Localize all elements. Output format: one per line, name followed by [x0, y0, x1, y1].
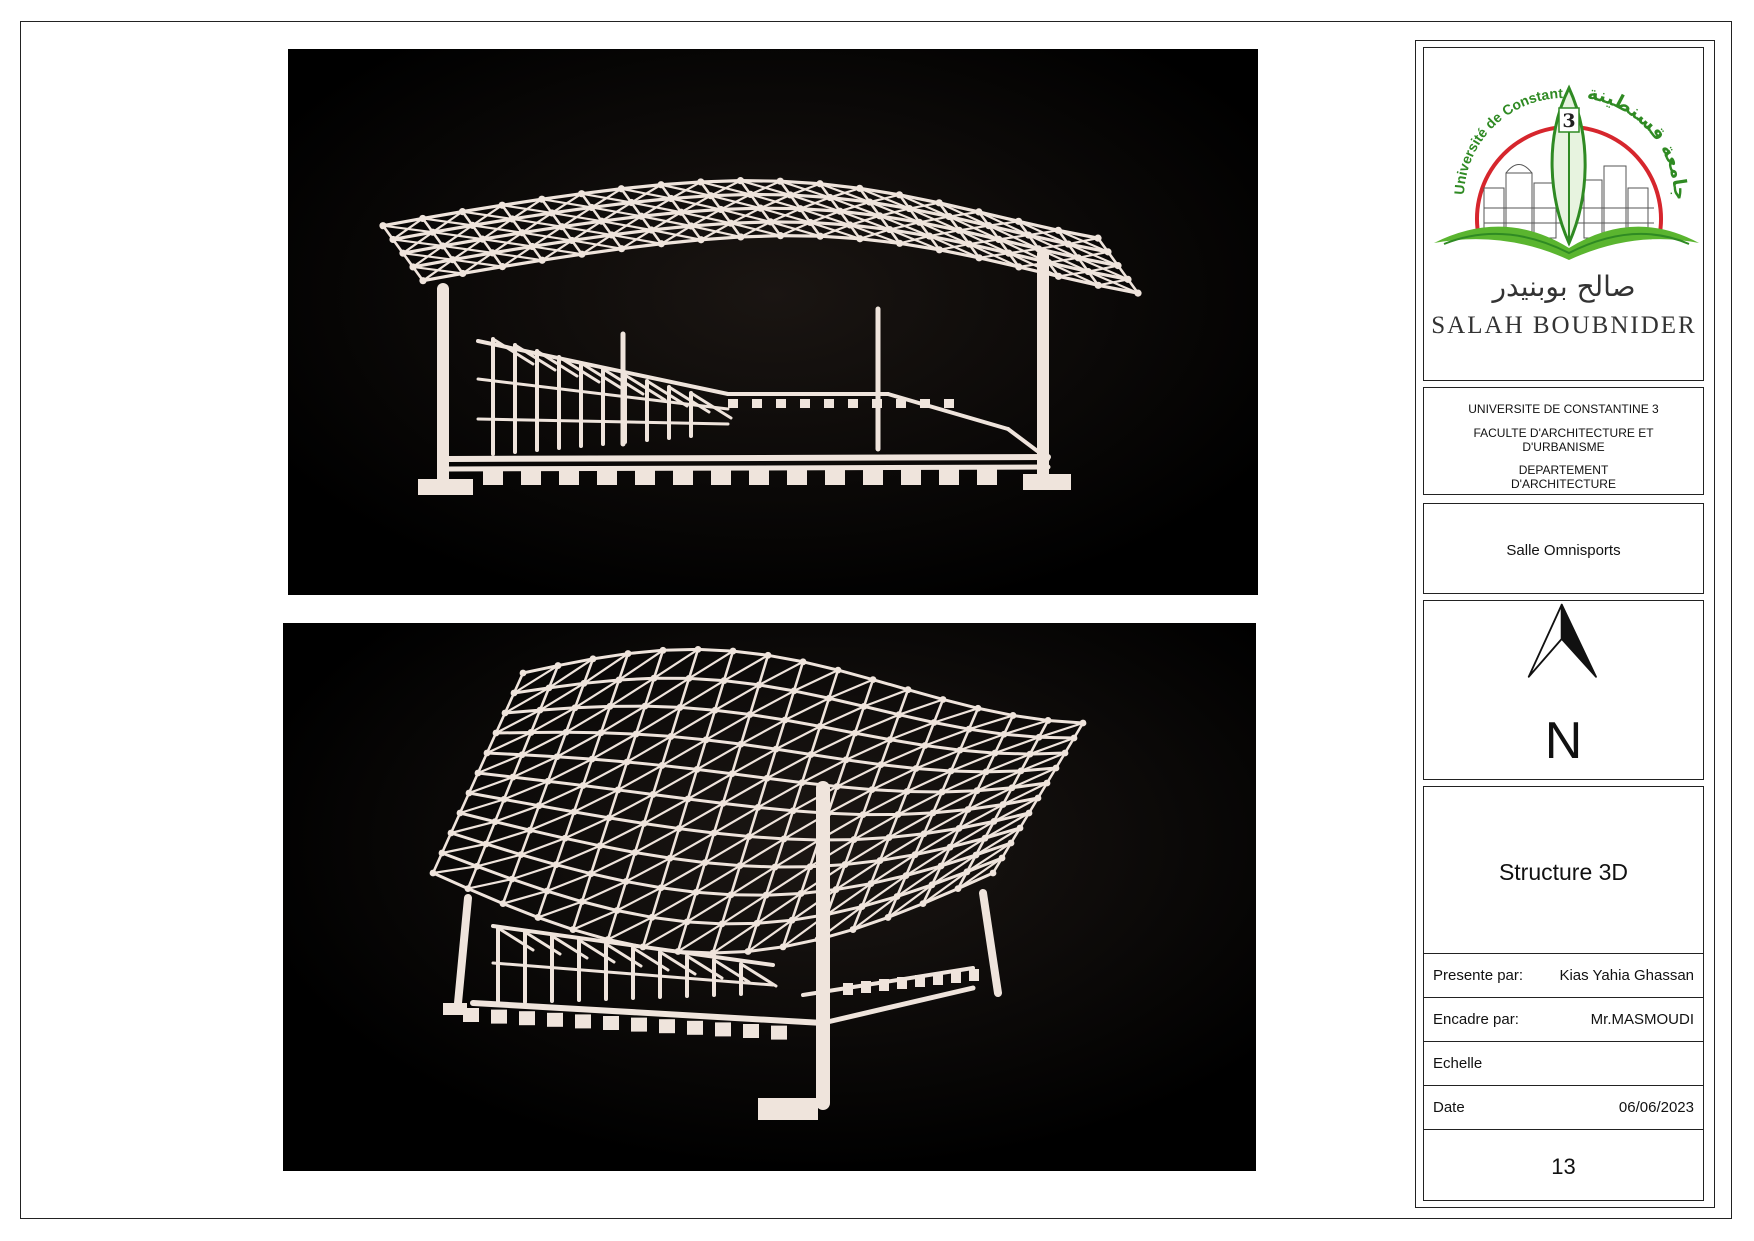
presented-by-value: Kias Yahia Ghassan: [1559, 967, 1694, 984]
logo-name-arabic: صالح بوبنيدر: [1491, 270, 1636, 303]
university-name: UNIVERSITE DE CONSTANTINE 3: [1468, 402, 1659, 416]
supervised-by-row: Encadre par: Mr.MASMOUDI: [1424, 997, 1703, 1041]
supervised-by-label: Encadre par:: [1433, 1011, 1519, 1028]
sheet-number-row: 13: [1424, 1129, 1703, 1200]
date-label: Date: [1433, 1099, 1465, 1116]
drawing-info-panel: Structure 3D Presente par: Kias Yahia Gh…: [1423, 786, 1704, 1201]
render-structure-front-view: [288, 49, 1258, 595]
north-arrow-panel: N: [1423, 600, 1704, 780]
north-letter: N: [1544, 712, 1583, 770]
date-value: 06/06/2023: [1618, 1099, 1694, 1116]
faculty-name: FACULTE D'ARCHITECTURE ET D'URBANISME: [1473, 426, 1654, 454]
department-name: DEPARTEMENT D'ARCHITECTURE: [1511, 463, 1616, 491]
logo-badge-number: 3: [1562, 110, 1575, 132]
supervised-by-value: Mr.MASMOUDI: [1590, 1011, 1694, 1028]
university-logo-panel: 3 Université de Constantine جامعة قسنطين…: [1420, 35, 1704, 381]
logo-name-latin: SALAH BOUBNIDER: [1431, 312, 1696, 339]
university-logo: 3 Université de Constantine جامعة قسنطين…: [1420, 35, 1699, 339]
space-frame-front-illustration: [288, 49, 1258, 595]
north-arrow-icon: [1527, 603, 1597, 678]
scale-row: Echelle: [1424, 1041, 1703, 1085]
sheet-border: [20, 21, 1732, 1219]
project-panel: Salle Omnisports: [1423, 503, 1704, 594]
logo-arc-latin: Université de Constantine: [1424, 48, 1563, 195]
project-name: Salle Omnisports: [1506, 542, 1621, 559]
institution-panel: UNIVERSITE DE CONSTANTINE 3 FACULTE D'AR…: [1423, 387, 1704, 495]
render-structure-perspective-view: [283, 623, 1256, 1171]
logo-arc-arabic: جامعة قسنطينة: [1586, 82, 1692, 201]
space-frame-perspective-illustration: [283, 623, 1256, 1171]
date-row: Date 06/06/2023: [1424, 1085, 1703, 1129]
sheet-number: 13: [1551, 1154, 1576, 1179]
title-block: [1415, 40, 1715, 1208]
presented-by-label: Presente par:: [1433, 967, 1524, 984]
presented-by-row: Presente par: Kias Yahia Ghassan: [1424, 953, 1703, 997]
scale-label: Echelle: [1433, 1055, 1483, 1072]
drawing-title: Structure 3D: [1498, 859, 1629, 885]
